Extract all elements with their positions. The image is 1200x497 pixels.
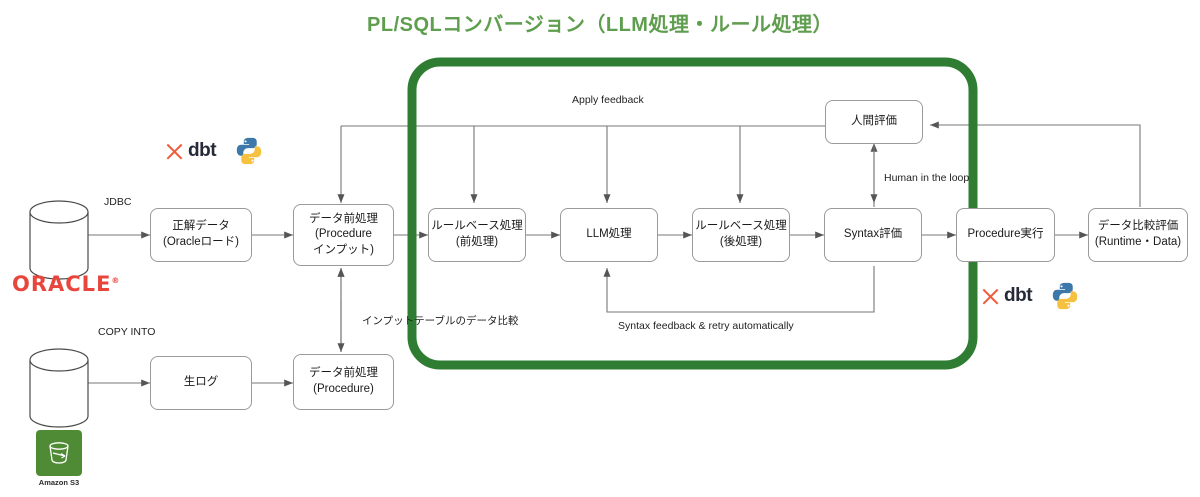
dbt-logo-top: dbt [164, 140, 217, 162]
s3-label: Amazon S3 [38, 478, 80, 487]
oracle-logo: ORACLE® [12, 272, 120, 296]
dbt-wordmark-top: dbt [188, 140, 217, 161]
node-procedure-execution[interactable]: Procedure実行 [956, 208, 1055, 262]
edge-label-jdbc: JDBC [104, 196, 132, 208]
oracle-logo-text: ORACLE [12, 272, 112, 296]
brand-row-bottom: dbt [980, 281, 1080, 311]
node-llm-processing[interactable]: LLM処理 [560, 208, 658, 262]
node-data-preprocess-top[interactable]: データ前処理 (Procedure インプット) [293, 204, 394, 266]
edge-label-syntax-feedback: Syntax feedback & retry automatically [618, 320, 794, 332]
python-logo-top [236, 137, 262, 165]
s3-bucket-icon [36, 430, 82, 476]
dbt-x-icon [982, 288, 999, 305]
brand-row-top: dbt [164, 136, 264, 166]
node-data-preprocess-bottom[interactable]: データ前処理 (Procedure) [293, 354, 394, 410]
node-syntax-evaluation[interactable]: Syntax評価 [824, 208, 922, 262]
page-title: PL/SQLコンバージョン（LLM処理・ルール処理） [367, 14, 833, 36]
node-rule-based-pre[interactable]: ルールベース処理 (前処理) [428, 208, 526, 262]
edge-label-human-in-the-loop: Human in the loop [884, 172, 970, 184]
python-logo-bottom [1052, 282, 1078, 310]
dbt-wordmark-bottom: dbt [1004, 285, 1033, 306]
edge-label-copy-into: COPY INTO [98, 326, 156, 338]
node-rule-based-post[interactable]: ルールベース処理 (後処理) [692, 208, 790, 262]
node-human-evaluation[interactable]: 人間評価 [825, 100, 923, 144]
node-data-comparison[interactable]: データ比較評価 (Runtime・Data) [1088, 208, 1188, 262]
amazon-s3-logo: Amazon S3 [29, 430, 89, 487]
edge-label-apply-feedback: Apply feedback [572, 94, 644, 106]
oracle-registered-mark: ® [111, 276, 121, 285]
dbt-logo-bottom: dbt [980, 285, 1033, 307]
node-raw-log[interactable]: 生ログ [150, 356, 252, 410]
dbt-x-icon [166, 143, 183, 160]
node-seikai-data[interactable]: 正解データ (Oracleロード) [150, 208, 252, 262]
edge-label-input-table-compare: インプットテーブルのデータ比較 [362, 315, 519, 327]
bucket-glyph [49, 442, 69, 464]
